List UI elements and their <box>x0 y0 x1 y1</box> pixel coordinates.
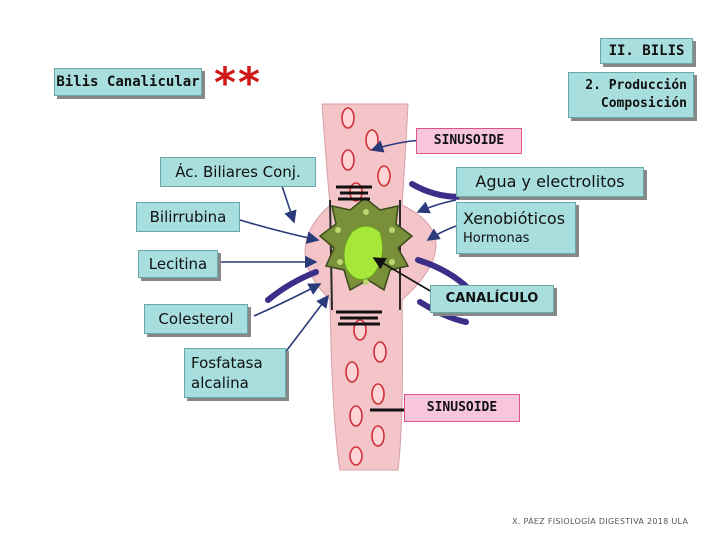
section-title-box: II. BILIS <box>600 38 693 64</box>
label-agua: Agua y electrolitos <box>456 167 644 197</box>
label-colesterol: Colesterol <box>144 304 248 334</box>
emphasis-stars: ** <box>214 58 262 107</box>
label-sinusoide-bottom: SINUSOIDE <box>404 394 520 422</box>
topic-box: Bilis Canalicular <box>54 68 202 96</box>
section-title: II. BILIS <box>608 43 685 59</box>
cell-membrane-dots <box>335 209 395 285</box>
canaliculo-pointer <box>372 257 433 293</box>
flow-arrows <box>220 139 457 355</box>
sinusoid-vessel <box>304 103 437 471</box>
label-bilirrubina: Bilirrubina <box>136 202 240 232</box>
label-ac-biliares: Ác. Biliares Conj. <box>160 157 316 187</box>
label-canaliculo: CANALÍCULO <box>430 285 554 313</box>
topic-title: Bilis Canalicular <box>56 74 200 90</box>
footer-credit: X. PÁEZ FISIOLOGÍA DIGESTIVA 2018 ULA <box>512 517 689 526</box>
label-xenobioticos: Xenobióticos Hormonas <box>456 202 576 254</box>
junction-ticks <box>336 185 404 412</box>
label-lecitina: Lecitina <box>138 250 218 278</box>
subtitle-line2: Composición <box>600 96 687 111</box>
subtitle-box: 2. Producción Composición <box>568 72 694 118</box>
subtitle-line1: 2. Producción <box>585 78 687 93</box>
label-sinusoide-top: SINUSOIDE <box>416 128 522 154</box>
label-fosfatasa: Fosfatasa alcalina <box>184 348 286 398</box>
